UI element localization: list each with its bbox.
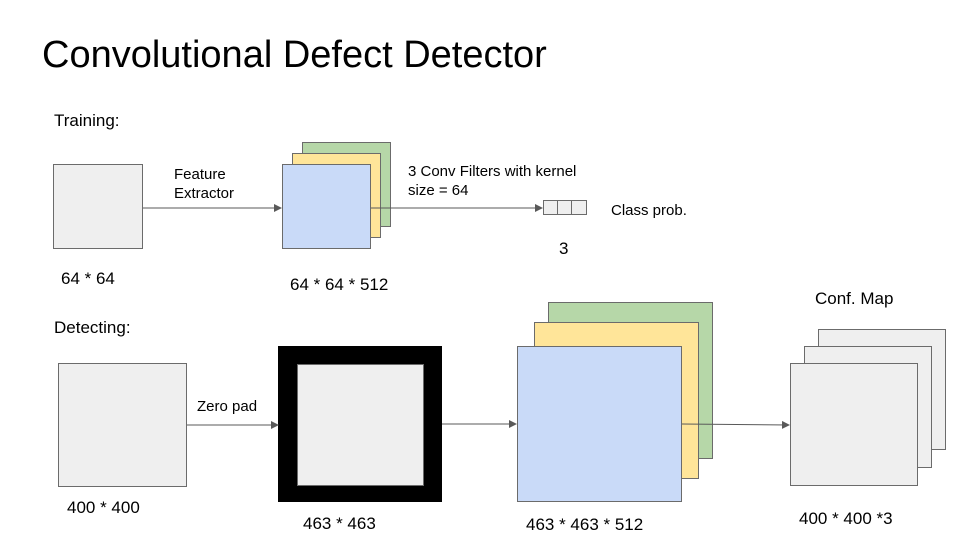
conv-filters-label: 3 Conv Filters with kernel size = 64	[408, 162, 576, 200]
class-prob-dim: 3	[559, 239, 569, 258]
conv-filters-label-line2: size = 64	[408, 182, 469, 199]
conf-map-title: Conf. Map	[815, 289, 894, 308]
conv-filters-label-line1: 3 Conv Filters with kernel	[408, 163, 577, 180]
training-input-dim: 64 * 64	[61, 269, 115, 288]
detecting-section-label: Detecting:	[54, 318, 131, 337]
conf-map-layer	[790, 363, 918, 486]
class-prob-vector	[543, 200, 587, 215]
detecting-input-image	[58, 363, 187, 487]
arrow-to-conf-map	[681, 420, 790, 429]
conf-map-dim: 400 * 400 *3	[799, 509, 893, 528]
feature-map-blue	[517, 346, 682, 502]
detecting-input-dim: 400 * 400	[67, 498, 140, 517]
padded-image-content	[297, 364, 424, 486]
training-input-image	[53, 164, 143, 249]
feature-extractor-label: Feature Extractor	[174, 165, 234, 203]
padded-image-dim: 463 * 463	[303, 514, 376, 533]
feature-extractor-label-line2: Extractor	[174, 185, 235, 202]
zero-padded-image	[278, 346, 442, 502]
training-section-label: Training:	[54, 111, 120, 130]
class-prob-cell	[571, 200, 587, 215]
feature-extractor-label-line1: Feature	[174, 166, 226, 183]
page-title: Convolutional Defect Detector	[42, 34, 547, 76]
feature-map-blue	[282, 164, 371, 249]
detecting-features-dim: 463 * 463 * 512	[526, 515, 644, 534]
class-prob-label: Class prob.	[611, 202, 687, 219]
training-features-dim: 64 * 64 * 512	[290, 275, 389, 294]
zero-pad-label: Zero pad	[197, 398, 258, 415]
